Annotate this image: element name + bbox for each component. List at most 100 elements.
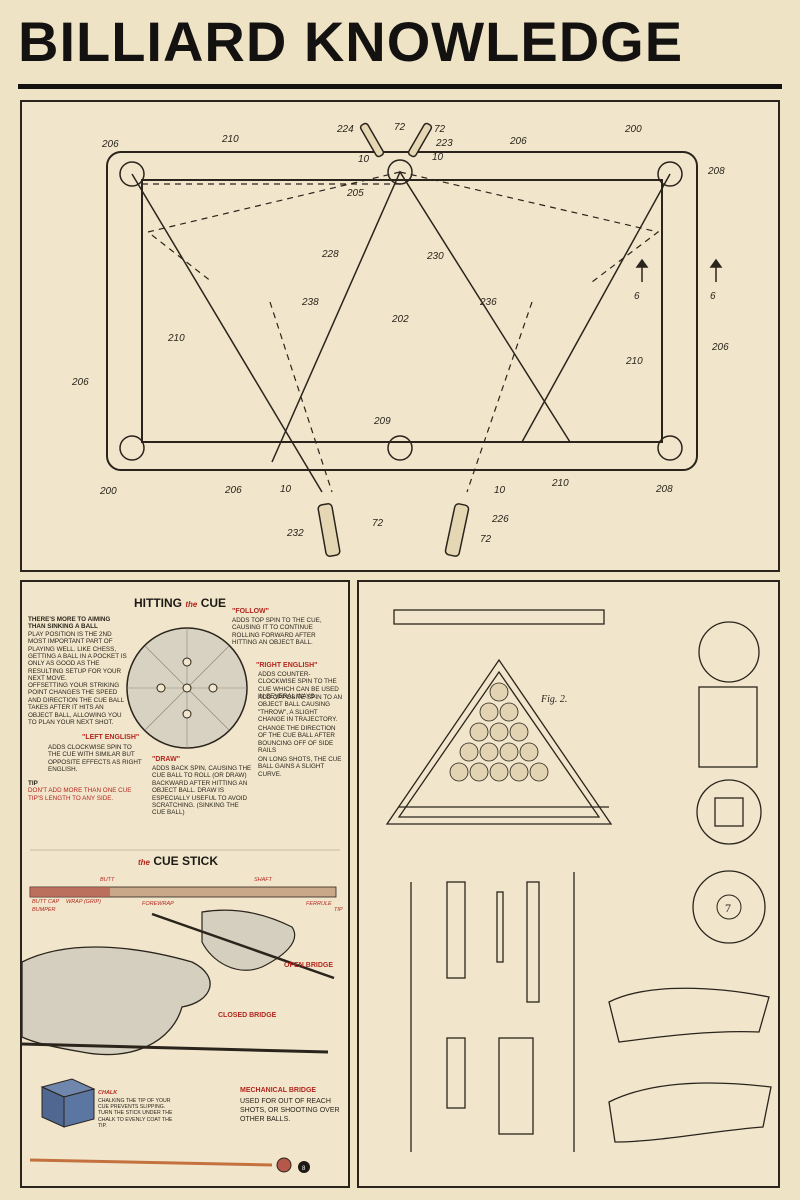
chalk-cube xyxy=(40,1078,96,1128)
part-forewrap: FOREWRAP xyxy=(142,901,174,907)
ref-232: 232 xyxy=(286,528,304,539)
tip-label: TIP xyxy=(28,780,38,787)
rail-sketch xyxy=(393,609,605,625)
pocket-top-right xyxy=(657,161,683,187)
draw-label: "DRAW" xyxy=(152,756,181,763)
ref-206-left: 206 xyxy=(71,377,89,388)
ref-223: 223 xyxy=(435,138,453,149)
playing-surface xyxy=(141,179,663,443)
ref-10-top-b: 10 xyxy=(432,152,444,163)
ref-72-top-b: 72 xyxy=(434,124,446,135)
ref-208-top-left: 206 xyxy=(101,139,119,150)
dashed-shot-right xyxy=(466,301,533,493)
ref-208-bottom: 208 xyxy=(655,484,673,495)
technique-drawing: 8 xyxy=(22,627,340,1173)
ref-238: 238 xyxy=(301,297,319,308)
right-english-way-1: ADD OPPOSITE SPIN TO AN OBJECT BALL CAUS… xyxy=(258,694,343,724)
path-line-2 xyxy=(271,170,571,463)
mechanical-bridge-label: MECHANICAL BRIDGE xyxy=(240,1087,317,1094)
cue-sketch-5 xyxy=(526,881,540,1003)
pocket-bottom-right xyxy=(657,435,683,461)
cue-top-left xyxy=(359,122,385,158)
strike-point-left xyxy=(156,683,166,693)
rack-fig-label: Fig. 2. xyxy=(540,694,567,705)
part-bumper: BUMPER xyxy=(32,907,56,913)
ref-72-bottom-a: 72 xyxy=(372,518,384,529)
hitting-cue-title: HITTING the CUE xyxy=(134,596,226,610)
ref-228: 230 xyxy=(426,251,444,262)
dashed-path-left xyxy=(146,171,401,283)
chalk-text: CHALKING THE TIP OF YOUR CUE PREVENTS SL… xyxy=(98,1098,173,1129)
part-butt-cap: BUTT CAP xyxy=(32,899,60,905)
ref-206-top: 206 xyxy=(509,136,527,147)
hitting-cue-title-post: CUE xyxy=(200,596,227,610)
equipment-drawing: 7 Fig. 2. xyxy=(385,609,772,1152)
right-english-way-3: ON LONG SHOTS, THE CUE BALL GAINS A SLIG… xyxy=(258,756,342,778)
rack-triangle xyxy=(397,670,601,818)
closed-bridge-label: CLOSED BRIDGE xyxy=(218,1012,277,1019)
ref-206-right: 206 xyxy=(711,342,729,353)
seven-ball-number: 7 xyxy=(725,901,731,915)
ref-10-bottom-a: 10 xyxy=(280,484,292,495)
pocket-bottom-middle xyxy=(387,435,413,461)
page-title: BILLIARD KNOWLEDGE xyxy=(18,10,684,73)
ref-206-bottom: 206 xyxy=(224,485,242,496)
hand-sketch-bottom xyxy=(608,1082,772,1143)
ref-72-bottom-b: 72 xyxy=(480,534,492,545)
draw-text: ADDS BACK SPIN, CAUSING THE CUE BALL TO … xyxy=(152,765,252,817)
ball-section-sketch xyxy=(696,779,762,845)
eight-ball-number: 8 xyxy=(302,1166,306,1172)
part-ferrule: FERRULE xyxy=(306,901,332,907)
part-tip: TIP xyxy=(334,907,343,913)
hand-sketch-top xyxy=(608,987,770,1043)
intro-block: THERE'S MORE TO AIMING THAN SINKING A BA… xyxy=(28,616,128,683)
right-english-way-2: CHANGE THE DIRECTION OF THE CUE BALL AFT… xyxy=(258,725,336,755)
strike-point-top xyxy=(182,657,192,667)
pocket-top-left xyxy=(119,161,145,187)
cue-sketch-3 xyxy=(446,881,466,979)
ref-226: 228 xyxy=(321,249,339,260)
open-bridge-label: OPEN BRIDGE xyxy=(284,962,334,969)
intro-heading: THERE'S MORE TO AIMING THAN SINKING A BA… xyxy=(28,616,111,631)
ref-208-right: 208 xyxy=(707,166,725,177)
left-english-text: ADDS CLOCKWISE SPIN TO THE CUE WITH SIMI… xyxy=(48,744,142,774)
cue-stick-title-text: CUE STICK xyxy=(153,854,219,868)
ref-230: 226 xyxy=(491,514,509,525)
ref-210-bottom: 210 xyxy=(551,478,569,489)
closed-bridge-hand xyxy=(22,946,211,1056)
left-english-label: "LEFT ENGLISH" xyxy=(82,734,140,741)
path-line-3 xyxy=(521,173,671,443)
technique-panel: 8 HITTING the CUE THERE'S MORE TO AIMING… xyxy=(20,580,350,1188)
right-english-text: ADDS COUNTER-CLOCKWISE SPIN TO THE CUE W… xyxy=(258,671,339,701)
ref-10-top-a: 10 xyxy=(358,154,370,165)
ref-200-top: 200 xyxy=(624,124,642,135)
rack-balls xyxy=(449,682,549,782)
cue-wrap xyxy=(30,887,110,897)
hitting-cue-title-the: the xyxy=(185,600,198,609)
mechanical-bridge-text: USED FOR OUT OF REACH SHOTS, OR SHOOTING… xyxy=(240,1098,340,1123)
title-rule xyxy=(18,84,782,89)
outer-rail xyxy=(106,151,698,471)
cue-top-right xyxy=(407,122,433,158)
ref-224: 224 xyxy=(336,124,354,135)
mechanical-bridge-cue xyxy=(29,1158,273,1167)
strike-point-right xyxy=(208,683,218,693)
cue-stick-title: the CUE STICK xyxy=(138,854,218,868)
dashed-path-right xyxy=(399,171,660,283)
cue-sketch-4 xyxy=(496,891,504,963)
seven-ball-circle xyxy=(716,894,742,920)
ref-200-bottom: 200 xyxy=(99,486,117,497)
ref-202: 202 xyxy=(391,314,409,325)
ref-6-b: 6 xyxy=(710,291,716,302)
ref-72-top-a: 72 xyxy=(394,122,406,133)
cue-sketch-6 xyxy=(446,1037,466,1109)
chalk-label: CHALK xyxy=(98,1090,118,1096)
tip-block: TIP DON'T ADD MORE THAN ONE CUE TIP'S LE… xyxy=(28,780,138,802)
equipment-panel: 7 Fig. 2. xyxy=(357,580,780,1188)
part-shaft: SHAFT xyxy=(254,877,273,883)
seven-ball-sketch xyxy=(692,870,766,944)
cue-open-bridge xyxy=(151,912,335,980)
mechanical-bridge-head xyxy=(276,1157,292,1173)
part-wrap: WRAP (GRIP) xyxy=(66,899,101,905)
strike-point-bottom xyxy=(182,709,192,719)
